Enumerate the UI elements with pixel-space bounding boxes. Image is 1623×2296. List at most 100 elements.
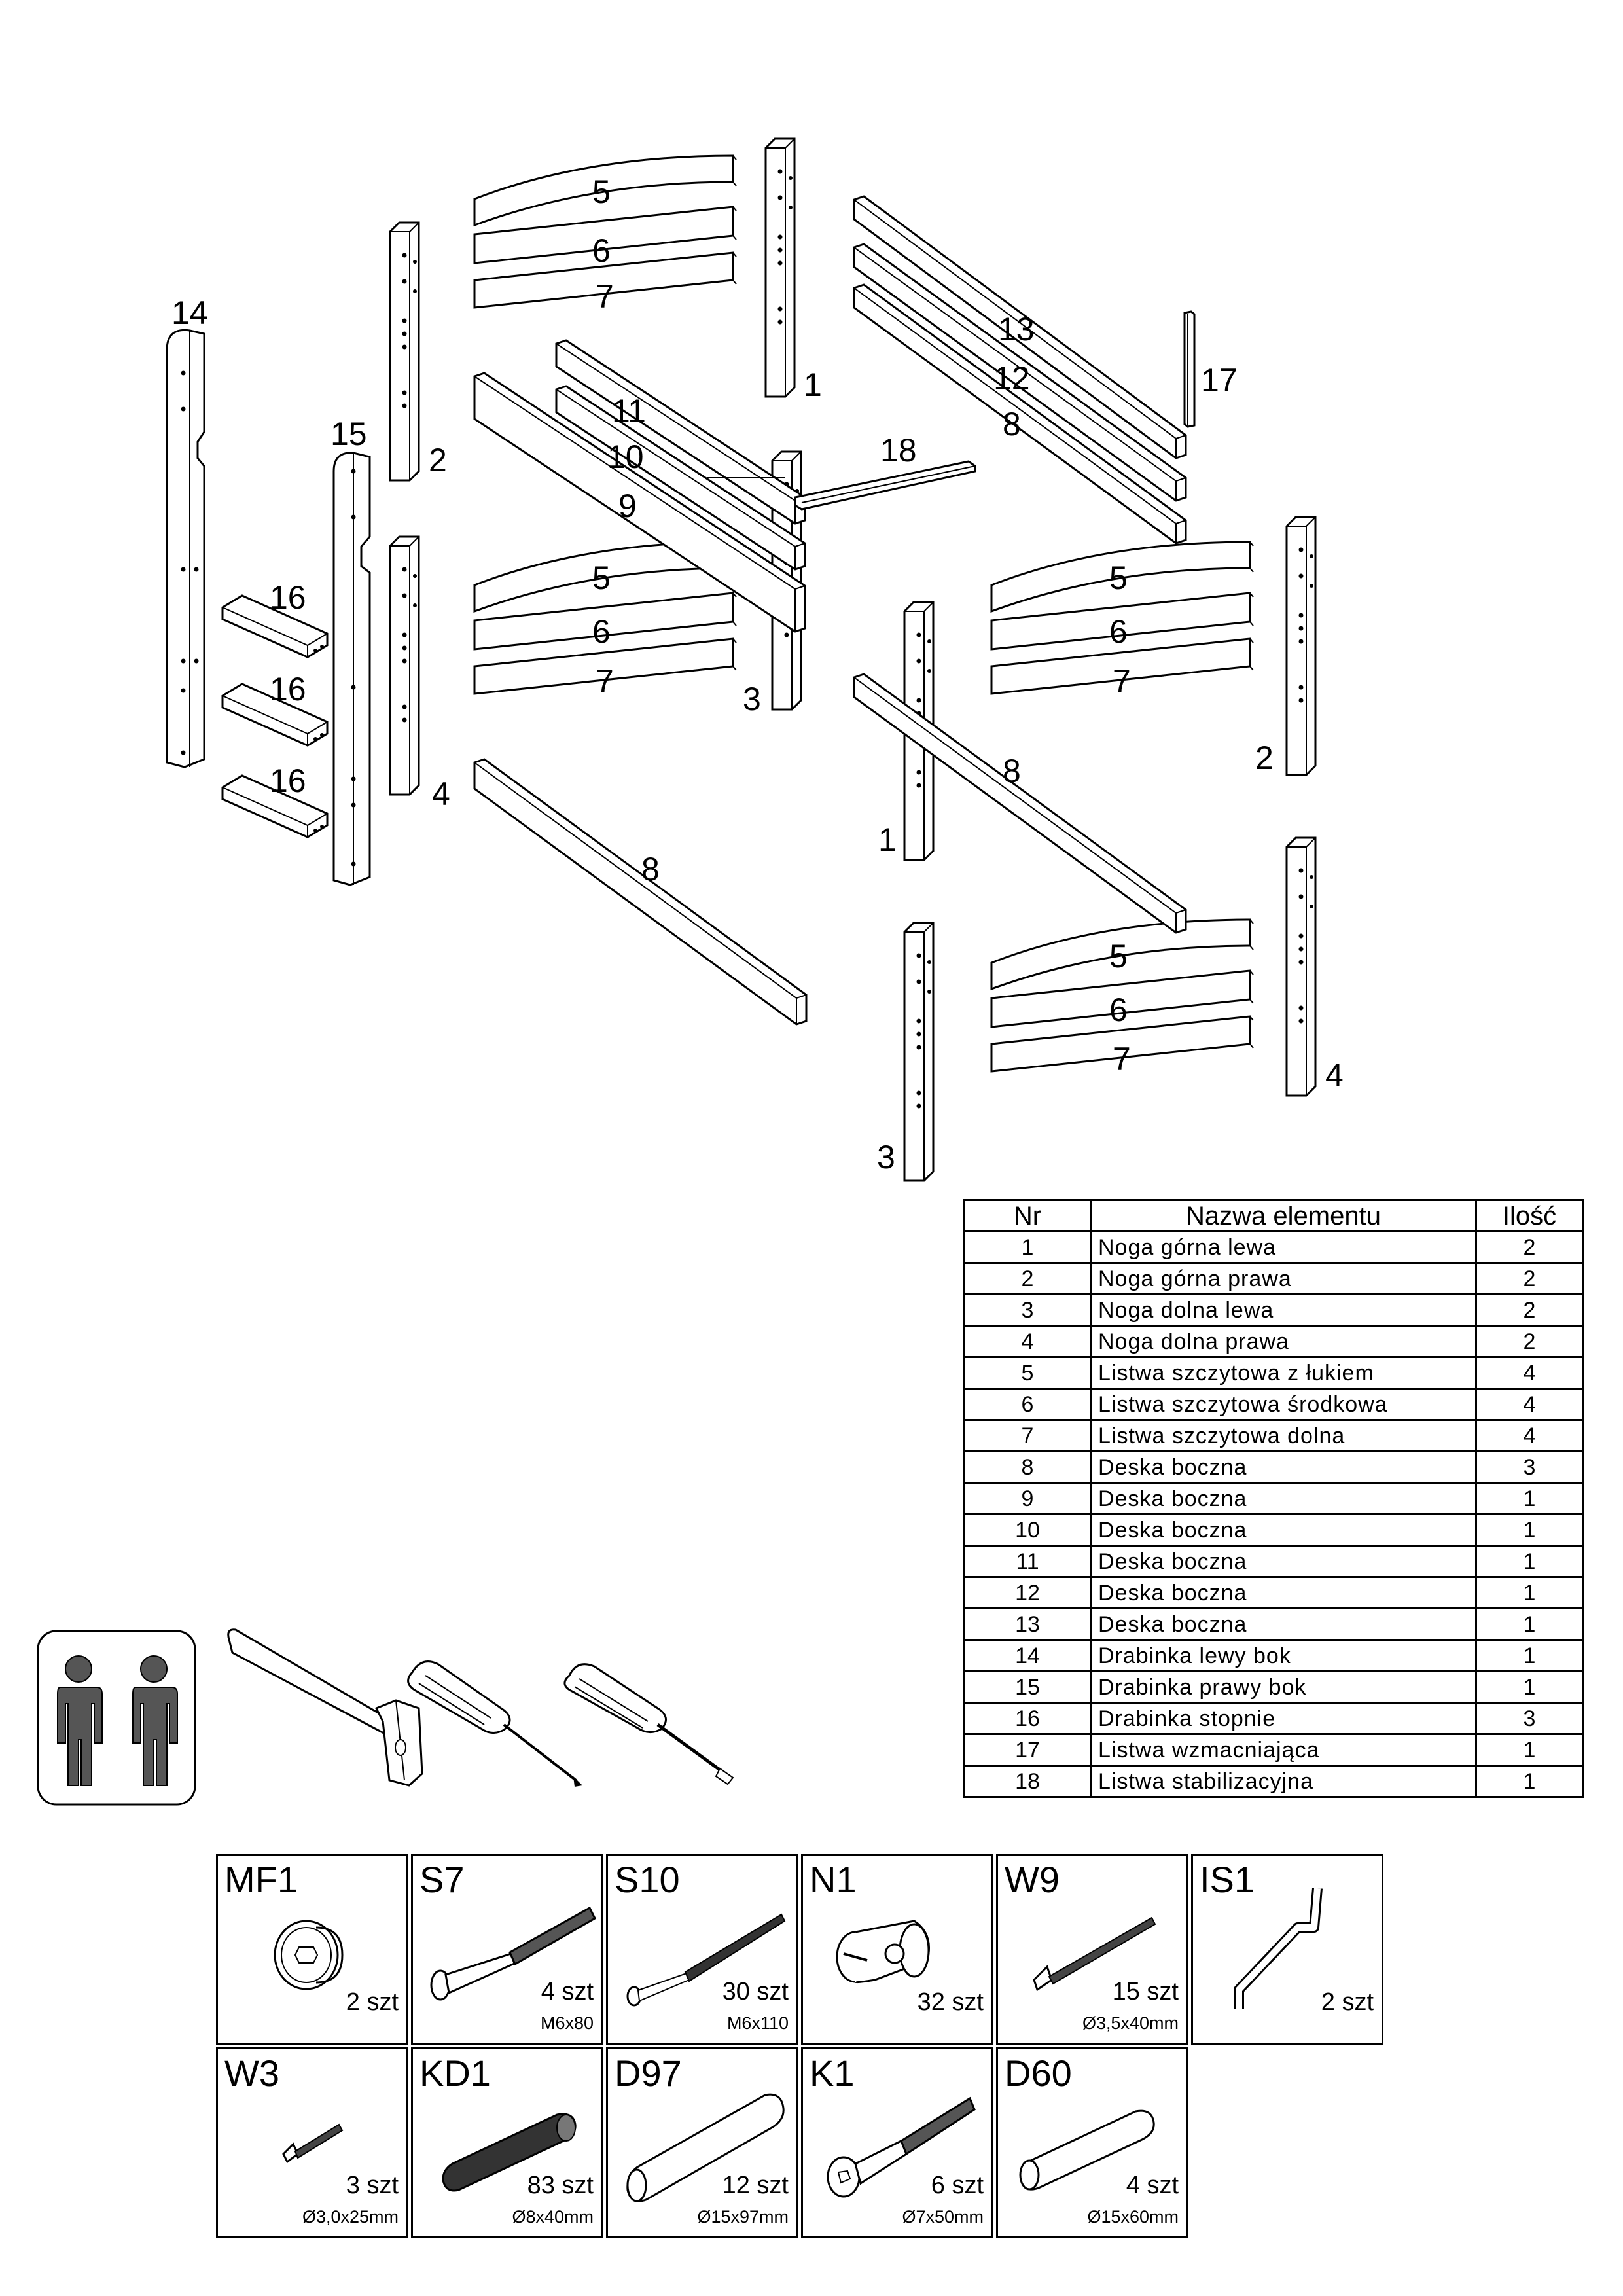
label-2: 2 xyxy=(429,442,447,478)
part-number-cell: 5 xyxy=(963,1356,1092,1390)
k1-cam-bolt-icon xyxy=(827,2096,976,2198)
part-number-cell: 17 xyxy=(963,1733,1092,1767)
part-3-leg-lower-left-b xyxy=(903,922,935,1182)
label-1: 1 xyxy=(878,821,897,858)
hardware-s10: S10 30 szt M6x110 xyxy=(606,1854,798,2045)
d60-pin-icon xyxy=(1019,2109,1155,2191)
part-quantity-cell: 1 xyxy=(1475,1576,1584,1609)
two-persons-icon xyxy=(37,1630,196,1806)
mf1-bolt-cap-icon xyxy=(274,1920,344,1990)
label-7: 7 xyxy=(1113,1041,1131,1077)
hardware-mf1: MF1 2 szt xyxy=(216,1854,408,2045)
part-name-cell: Listwa szczytowa środkowa xyxy=(1090,1388,1477,1421)
hardware-quantity: 3 szt xyxy=(346,2172,399,2199)
label-4: 4 xyxy=(432,776,450,812)
label-16: 16 xyxy=(270,671,306,708)
label-18: 18 xyxy=(880,432,917,469)
label-2: 2 xyxy=(1255,740,1274,776)
part-name-cell: Listwa szczytowa z łukiem xyxy=(1090,1356,1477,1390)
part-quantity-cell: 1 xyxy=(1475,1482,1584,1515)
label-17: 17 xyxy=(1201,362,1238,399)
w9-wood-screw-icon xyxy=(1033,1916,1156,1992)
part-quantity-cell: 4 xyxy=(1475,1356,1584,1390)
hardware-size: Ø15x97mm xyxy=(697,2207,789,2227)
hardware-n1: N1 32 szt xyxy=(801,1854,993,2045)
w3-wood-screw-icon xyxy=(282,2123,344,2164)
label-16: 16 xyxy=(270,762,306,799)
hardware-kd1: KD1 83 szt Ø8x40mm xyxy=(411,2047,603,2238)
hardware-code: W9 xyxy=(1005,1859,1060,1900)
hardware-quantity: 32 szt xyxy=(917,1988,984,2016)
part-number-cell: 10 xyxy=(963,1513,1092,1547)
label-5: 5 xyxy=(1109,938,1128,975)
diagram-labels: 1 1 2 2 3 3 4 4 5 5 5 5 6 6 6 6 7 7 7 7 … xyxy=(171,173,1344,1175)
part-quantity-cell: 1 xyxy=(1475,1670,1584,1704)
col-header-name: Nazwa elementu xyxy=(1090,1199,1477,1232)
d97-pin-icon xyxy=(626,2093,785,2202)
hardware-code: D97 xyxy=(615,2053,682,2094)
label-8: 8 xyxy=(641,851,660,888)
hardware-size: Ø15x60mm xyxy=(1087,2207,1179,2227)
part-quantity-cell: 2 xyxy=(1475,1325,1584,1358)
part-number-cell: 14 xyxy=(963,1639,1092,1672)
part-name-cell: Drabinka stopnie xyxy=(1090,1702,1477,1735)
hardware-grid: MF1 2 szt S7 4 szt M6x80 S10 30 szt M6x1… xyxy=(216,1854,1385,2241)
hardware-s7: S7 4 szt M6x80 xyxy=(411,1854,603,2045)
hardware-code: W3 xyxy=(224,2053,279,2094)
n1-barrel-nut-icon xyxy=(836,1920,930,1984)
hardware-code: S7 xyxy=(419,1859,465,1900)
part-14-ladder-left-side xyxy=(166,329,205,768)
part-number-cell: 16 xyxy=(963,1702,1092,1735)
part-2-leg-upper-right-a xyxy=(389,221,420,482)
part-quantity-cell: 1 xyxy=(1475,1639,1584,1672)
part-name-cell: Deska boczna xyxy=(1090,1513,1477,1547)
part-number-cell: 2 xyxy=(963,1262,1092,1295)
label-16: 16 xyxy=(270,579,306,616)
hardware-w3: W3 3 szt Ø3,0x25mm xyxy=(216,2047,408,2238)
label-3: 3 xyxy=(743,681,761,717)
part-number-cell: 15 xyxy=(963,1670,1092,1704)
part-2-leg-upper-right-b xyxy=(1285,516,1317,776)
hardware-quantity: 12 szt xyxy=(722,2172,789,2199)
part-number-cell: 11 xyxy=(963,1545,1092,1578)
part-quantity-cell: 1 xyxy=(1475,1513,1584,1547)
side-boards-13-12-8 xyxy=(853,195,1187,545)
hardware-d60: D60 4 szt Ø15x60mm xyxy=(996,2047,1188,2238)
part-4-leg-lower-right-a xyxy=(389,535,420,796)
label-8: 8 xyxy=(1003,406,1021,442)
part-name-cell: Noga górna prawa xyxy=(1090,1262,1477,1295)
part-quantity-cell: 2 xyxy=(1475,1230,1584,1264)
part-name-cell: Listwa stabilizacyjna xyxy=(1090,1765,1477,1798)
part-name-cell: Deska boczna xyxy=(1090,1450,1477,1484)
part-name-cell: Deska boczna xyxy=(1090,1576,1477,1609)
label-14: 14 xyxy=(171,295,208,331)
label-6: 6 xyxy=(592,613,611,650)
label-5: 5 xyxy=(592,173,611,210)
part-15-ladder-right-side xyxy=(332,452,371,886)
s10-bolt-icon xyxy=(626,1913,786,2007)
hardware-quantity: 30 szt xyxy=(722,1978,789,2005)
part-8-side-board-lower-right xyxy=(853,673,1187,934)
label-5: 5 xyxy=(592,560,611,596)
side-boards-9-10-11 xyxy=(473,339,806,633)
hardware-quantity: 4 szt xyxy=(1126,2172,1179,2199)
part-number-cell: 13 xyxy=(963,1607,1092,1641)
part-8-side-board-lower-left xyxy=(473,758,808,1026)
hardware-d97: D97 12 szt Ø15x97mm xyxy=(606,2047,798,2238)
hardware-is1: IS1 2 szt xyxy=(1191,1854,1383,2045)
label-12: 12 xyxy=(993,360,1030,397)
hardware-code: K1 xyxy=(810,2053,855,2094)
hardware-quantity: 2 szt xyxy=(1321,1988,1374,2016)
part-name-cell: Deska boczna xyxy=(1090,1607,1477,1641)
part-quantity-cell: 2 xyxy=(1475,1262,1584,1295)
